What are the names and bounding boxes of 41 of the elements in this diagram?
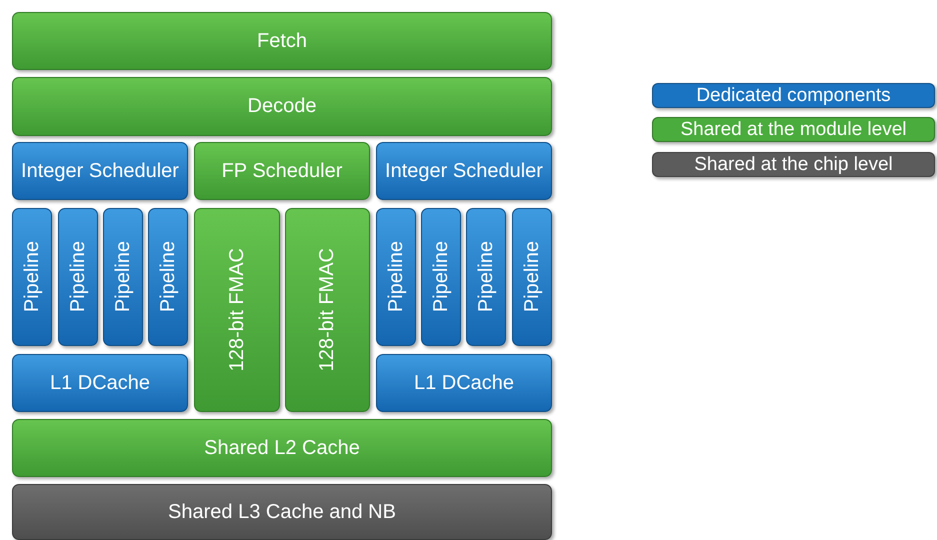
block-label: Pipeline [66, 241, 90, 313]
pipeline-block [58, 208, 98, 346]
block-label: L1 DCache [412, 370, 516, 396]
block-label: Fetch [256, 28, 308, 54]
block-label: Shared L2 Cache [203, 436, 361, 460]
block-label: Pipeline [520, 241, 544, 313]
legend-entry: Shared at the module level [652, 117, 935, 142]
legend-entry: Dedicated components [652, 83, 935, 108]
pipeline-block [12, 208, 52, 346]
module-block [12, 354, 188, 412]
pipeline-block [466, 208, 506, 346]
pipeline-block [148, 208, 188, 346]
pipeline-block [285, 208, 370, 412]
block-label: Decode [246, 94, 318, 119]
block-label: 128-bit FMAC [315, 248, 339, 372]
block-label: Pipeline [474, 241, 498, 313]
block-label: FP Scheduler [220, 158, 344, 184]
pipeline-block [421, 208, 461, 346]
pipeline-block [194, 208, 280, 412]
module-block [12, 484, 552, 540]
pipeline-block [512, 208, 552, 346]
module-block [12, 419, 552, 477]
module-block [12, 142, 188, 200]
legend-entry: Shared at the chip level [652, 152, 935, 177]
pipeline-block [376, 208, 416, 346]
module-block [194, 142, 370, 200]
module-block [376, 354, 552, 412]
block-label: Integer Scheduler [384, 158, 544, 184]
module-block [12, 77, 552, 136]
module-block [376, 142, 552, 200]
block-label: Pipeline [20, 241, 44, 313]
block-label: Shared L3 Cache and NB [167, 500, 397, 524]
pipeline-block [103, 208, 143, 346]
block-label: Pipeline [428, 241, 452, 313]
block-label: L1 DCache [48, 370, 152, 396]
block-label: Pipeline [384, 241, 408, 313]
block-label: 128-bit FMAC [224, 248, 248, 372]
module-block [12, 12, 552, 70]
block-label: Pipeline [156, 241, 180, 313]
block-label: Pipeline [110, 241, 134, 313]
block-label: Integer Scheduler [20, 158, 180, 184]
